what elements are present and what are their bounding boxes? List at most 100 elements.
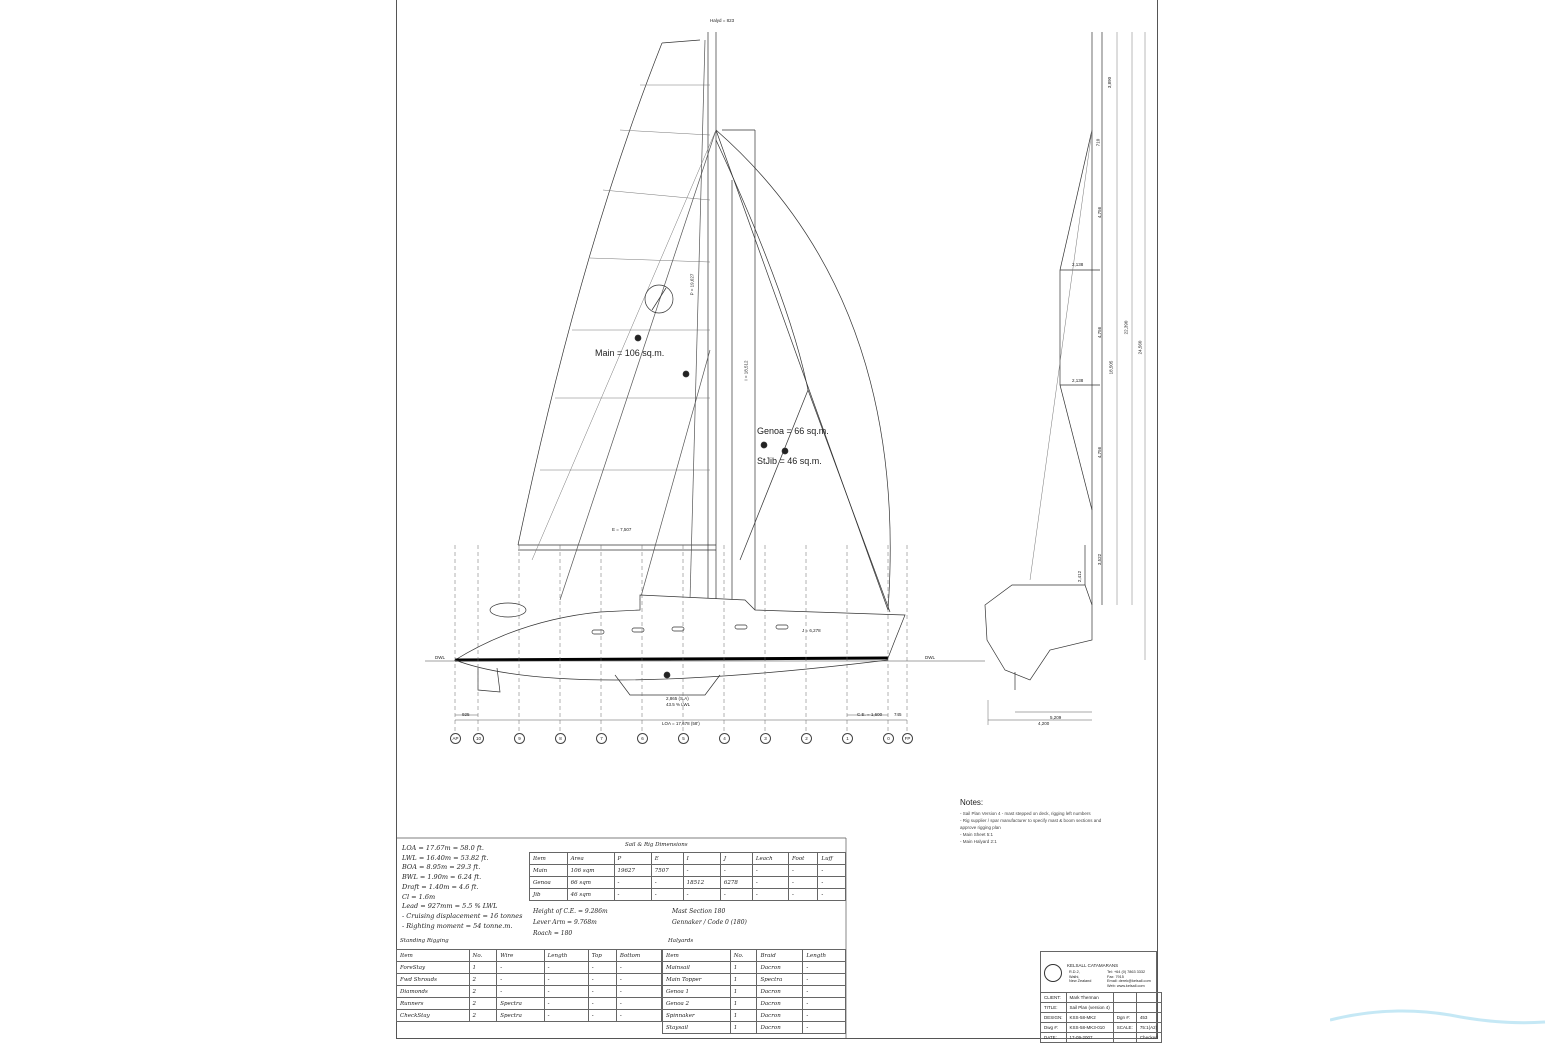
sail-table-cell: - bbox=[787, 876, 819, 889]
halyards-header-cell: Braid bbox=[756, 949, 804, 962]
standing-rigging-cell: - bbox=[543, 1009, 589, 1022]
mast-dim: 3,522 bbox=[1097, 553, 1103, 566]
station-marker: 7 bbox=[596, 733, 607, 744]
company-name: KELSALL CATAMARANS bbox=[1067, 963, 1119, 968]
halyards-cell: Dacron bbox=[756, 961, 804, 974]
sail-table-cell: - bbox=[613, 888, 652, 901]
title-block-cell: 453 bbox=[1135, 1012, 1162, 1023]
halyards-cell: - bbox=[802, 985, 846, 998]
halyards-header-cell: No. bbox=[729, 949, 758, 962]
dim-loa: LOA = 17,678 (58') bbox=[662, 721, 700, 726]
spec-line: LOA = 17.67m = 58.0 ft. bbox=[402, 844, 484, 852]
halyards-cell: - bbox=[802, 961, 846, 974]
standing-rigging-cell: - bbox=[543, 961, 589, 974]
standing-rigging-header-cell: Item bbox=[396, 949, 470, 962]
standing-rigging-cell: Spectra bbox=[496, 1009, 545, 1022]
sail-table-header-cell: Leach bbox=[751, 852, 790, 865]
standing-rigging-cell: - bbox=[587, 985, 617, 998]
title-block-cell: KSS-58-MK3-010 bbox=[1065, 1022, 1114, 1033]
dim-fwd: 745 bbox=[894, 712, 902, 717]
title-block-row: CLIENT:Mark Therman bbox=[1040, 992, 1162, 1003]
spec-line: BWL = 1.90m = 6.24 ft. bbox=[402, 873, 482, 882]
title-block-cell: CLIENT: bbox=[1040, 992, 1067, 1003]
spec-line: Lead = 927mm = 5.5 % LWL bbox=[402, 902, 498, 911]
halyards-cell: 1 bbox=[729, 1009, 758, 1022]
title-block-cell bbox=[1112, 992, 1137, 1003]
sail-table-header-cell: Foot bbox=[787, 852, 819, 865]
sail-extra-right: Mast Section 180 Gennaker / Code 0 (180) bbox=[672, 906, 747, 928]
station-marker: 8 bbox=[555, 733, 566, 744]
sail-table-cell: - bbox=[751, 888, 790, 901]
mast-dim: 24,560 bbox=[1137, 340, 1143, 355]
standing-rigging-cell: - bbox=[615, 973, 663, 986]
address-line: Waihi, bbox=[1069, 974, 1080, 979]
dim-p: P = 19,627 bbox=[689, 273, 695, 296]
sail-table-header-cell: Item bbox=[529, 852, 568, 865]
standing-rigging-header-cell: Top bbox=[587, 949, 617, 962]
dwl-left: DWL bbox=[435, 655, 445, 660]
note-line: - Main Sheet 5:1 bbox=[960, 832, 994, 837]
sail-table-cell: Main bbox=[529, 864, 568, 877]
dwl-right: DWL bbox=[925, 655, 935, 660]
roach: Roach = 180 bbox=[533, 930, 573, 937]
standing-rigging-cell: - bbox=[587, 961, 617, 974]
station-marker: 6 bbox=[637, 733, 648, 744]
station-marker: 0 bbox=[883, 733, 894, 744]
title-block-cell bbox=[1135, 1002, 1162, 1013]
dim-j: J = 6,278 bbox=[802, 628, 821, 633]
standing-rigging-cell: 2 bbox=[468, 997, 498, 1010]
station-marker: 9 bbox=[514, 733, 525, 744]
watermark-wave-icon bbox=[1330, 1009, 1546, 1025]
genoa-area-label: Genoa = 66 sq.m. bbox=[757, 426, 829, 436]
mast-dim: 18,505 bbox=[1108, 360, 1114, 375]
mast-section: Mast Section 180 bbox=[672, 908, 726, 915]
halyards-cell: - bbox=[802, 973, 846, 986]
standing-rigging-cell: - bbox=[615, 1009, 663, 1022]
halyards-cell: Dacron bbox=[756, 1021, 804, 1034]
halyards-cell: Genoa 1 bbox=[662, 985, 731, 998]
halyards-title: Halyards bbox=[668, 938, 694, 944]
kelsall-logo-icon bbox=[1044, 964, 1062, 982]
dim-i: I = 18,512 bbox=[743, 360, 749, 381]
sail-table-header-cell: P bbox=[613, 852, 652, 865]
sail-table-header-cell: Area bbox=[566, 852, 615, 865]
title-block-cell bbox=[1135, 992, 1162, 1003]
sail-table-cell: 19627 bbox=[613, 864, 652, 877]
station-marker: 3 bbox=[760, 733, 771, 744]
title-block-cell: Checked bbox=[1135, 1032, 1162, 1043]
halyards-cell: 1 bbox=[729, 961, 758, 974]
note-line: approve rigging plan bbox=[960, 825, 1001, 830]
halyards-cell: 1 bbox=[729, 973, 758, 986]
genoa bbox=[715, 129, 891, 611]
station-marker: FP bbox=[902, 733, 913, 744]
sail-table-cell: - bbox=[719, 888, 753, 901]
dim-beam-1: 5,209 bbox=[1050, 715, 1062, 720]
spec-line: - Righting moment = 54 tonne.m. bbox=[402, 921, 513, 930]
title-block-cell: KSS-58-MK2 bbox=[1065, 1012, 1114, 1023]
principal-dimensions: LOA = 17.67m = 58.0 ft. LWL = 16.40m = 5… bbox=[402, 844, 522, 931]
title-block: KELSALL CATAMARANS R.D.2, Waihi, New Zea… bbox=[1040, 951, 1162, 1043]
standing-rigging-header-cell: Length bbox=[543, 949, 589, 962]
sail-table-cell: 66 sqm bbox=[566, 876, 615, 889]
note-line: - Rig supplier / spar manufacturer to sp… bbox=[960, 818, 1102, 823]
dim-halyard: Halyd = 823 bbox=[710, 18, 735, 23]
standing-rigging-header-cell: Bottom bbox=[615, 949, 663, 962]
standing-rigging-cell: 1 bbox=[468, 961, 498, 974]
title-block-cell: Dwg #: bbox=[1040, 1022, 1067, 1033]
standing-rigging-cell: Fwd Shrouds bbox=[396, 973, 470, 986]
standing-rigging-header-cell: No. bbox=[468, 949, 498, 962]
standing-rigging-cell: - bbox=[543, 997, 589, 1010]
halyards-cell: Spinnaker bbox=[662, 1009, 731, 1022]
